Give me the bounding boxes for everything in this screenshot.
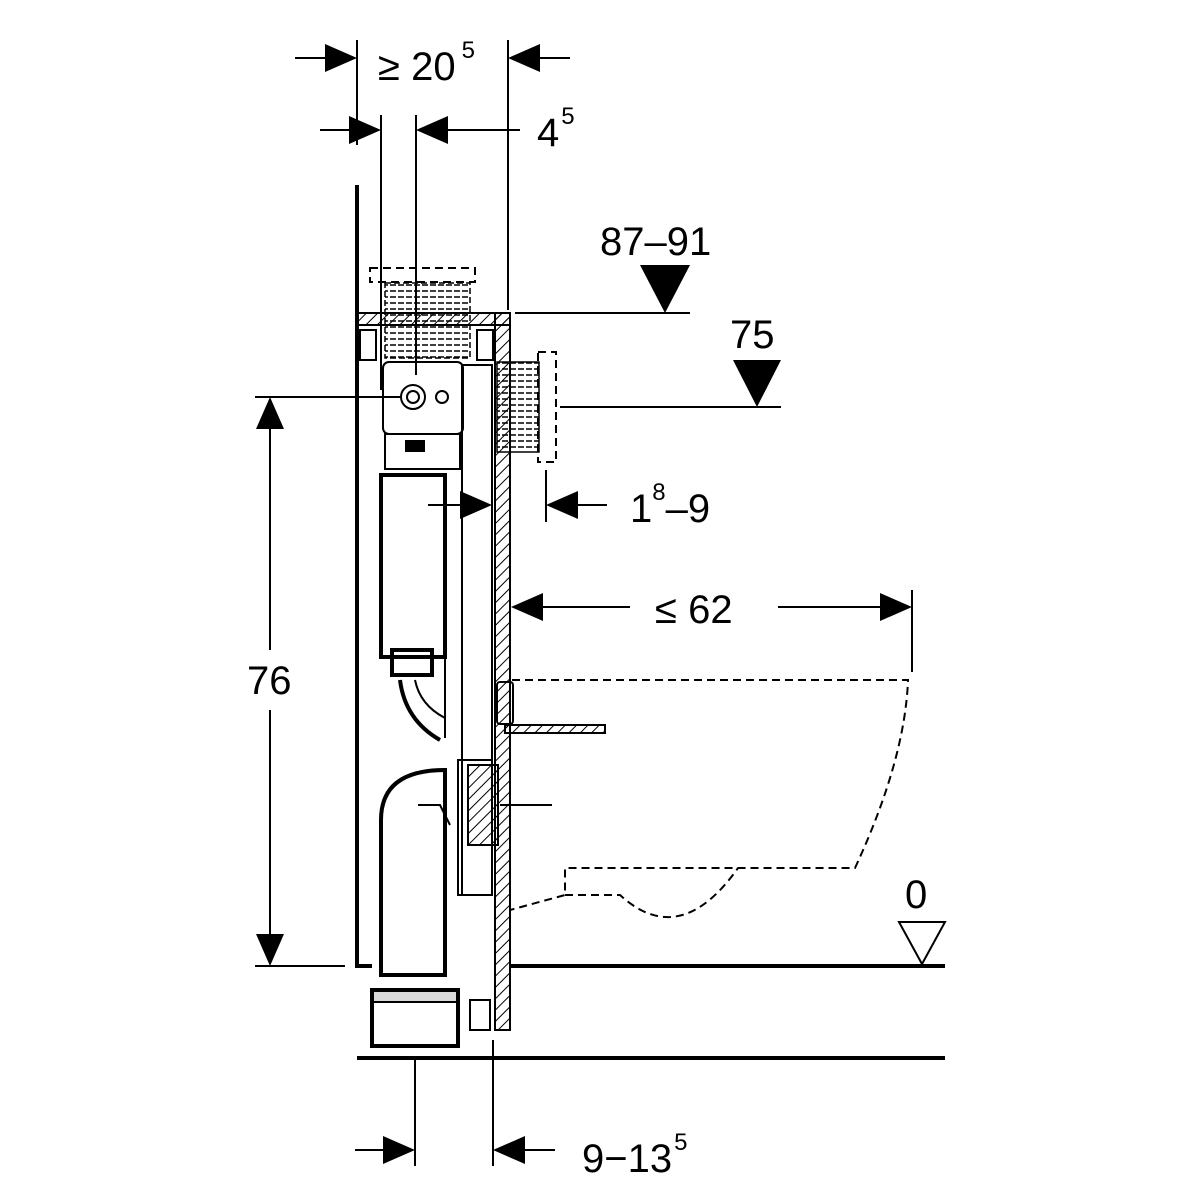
svg-text:45: 45 — [537, 103, 575, 155]
plate-height-label: 75 — [730, 313, 775, 357]
frame-offset-label: 4 — [537, 111, 559, 155]
dimension-drain-offset: 9−135 — [355, 1040, 687, 1181]
svg-text:≥ 205: ≥ 205 — [378, 37, 475, 89]
seat-height-label: 76 — [247, 659, 292, 703]
svg-text:18–9: 18–9 — [630, 479, 710, 531]
floor-level-label: 0 — [905, 873, 927, 917]
flush-height-label: 87–91 — [600, 220, 711, 264]
toilet-bowl-outline — [509, 679, 910, 919]
dimension-seat-height: 76 — [247, 396, 400, 967]
wall-line — [355, 185, 372, 968]
bowl-projection-label: ≤ 62 — [655, 588, 733, 632]
frame-depth-label: ≥ 20 — [378, 45, 456, 89]
dimension-bowl-projection: ≤ 62 — [511, 588, 913, 672]
marker-plate-height: 75 — [560, 313, 781, 408]
dimension-frame-offset: 45 — [320, 103, 575, 390]
wall-thickness-label: 1 — [630, 487, 652, 531]
marker-floor-level: 0 — [897, 873, 947, 967]
frame — [356, 267, 606, 1048]
dimension-wall-thickness: 18–9 — [545, 470, 710, 531]
svg-text:9−135: 9−135 — [582, 1129, 687, 1181]
marker-flush-height: 87–91 — [515, 220, 711, 314]
drain-offset-label: 9−13 — [582, 1137, 672, 1181]
